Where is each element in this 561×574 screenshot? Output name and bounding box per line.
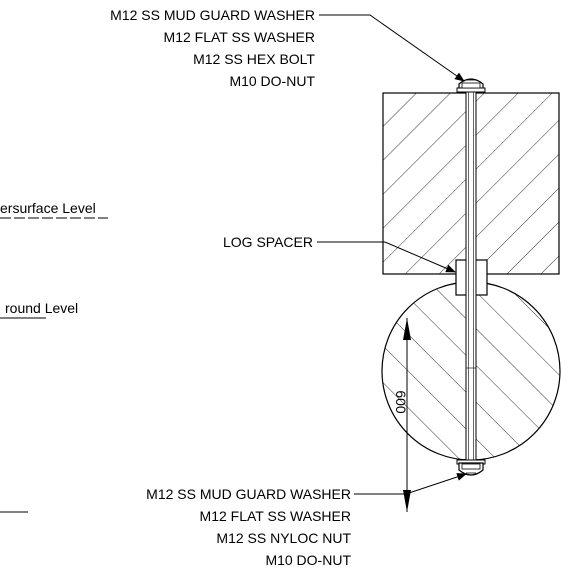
watersurface-level-label: ersurface Level [0, 200, 96, 216]
vertical-dimension: 600 [0, 318, 411, 513]
top-label-2: M12 FLAT SS WASHER [164, 29, 315, 45]
watersurface-level-marker: ersurface Level [0, 200, 108, 219]
ground-level-marker: round Level [0, 300, 78, 319]
bottom-label-3: M12 SS NYLOC NUT [216, 530, 351, 546]
top-label-stack: M12 SS MUD GUARD WASHER M12 FLAT SS WASH… [110, 7, 315, 89]
log-spacer-label: LOG SPACER [223, 234, 313, 250]
spacer-leader [317, 241, 456, 273]
bottom-label-stack: M12 SS MUD GUARD WASHER M12 FLAT SS WASH… [146, 486, 351, 568]
top-leader [319, 14, 465, 82]
bolt-shaft [465, 85, 477, 465]
top-label-3: M12 SS HEX BOLT [193, 51, 315, 67]
bottom-label-2: M12 FLAT SS WASHER [200, 508, 351, 524]
ground-level-label: round Level [5, 300, 78, 316]
bottom-label-4: M10 DO-NUT [265, 552, 351, 568]
top-label-1: M12 SS MUD GUARD WASHER [110, 7, 315, 23]
bottom-label-1: M12 SS MUD GUARD WASHER [146, 486, 351, 502]
top-bolt-head [456, 78, 486, 93]
dimension-value: 600 [393, 390, 409, 414]
bottom-nut [456, 459, 486, 476]
top-label-4: M10 DO-NUT [229, 73, 315, 89]
